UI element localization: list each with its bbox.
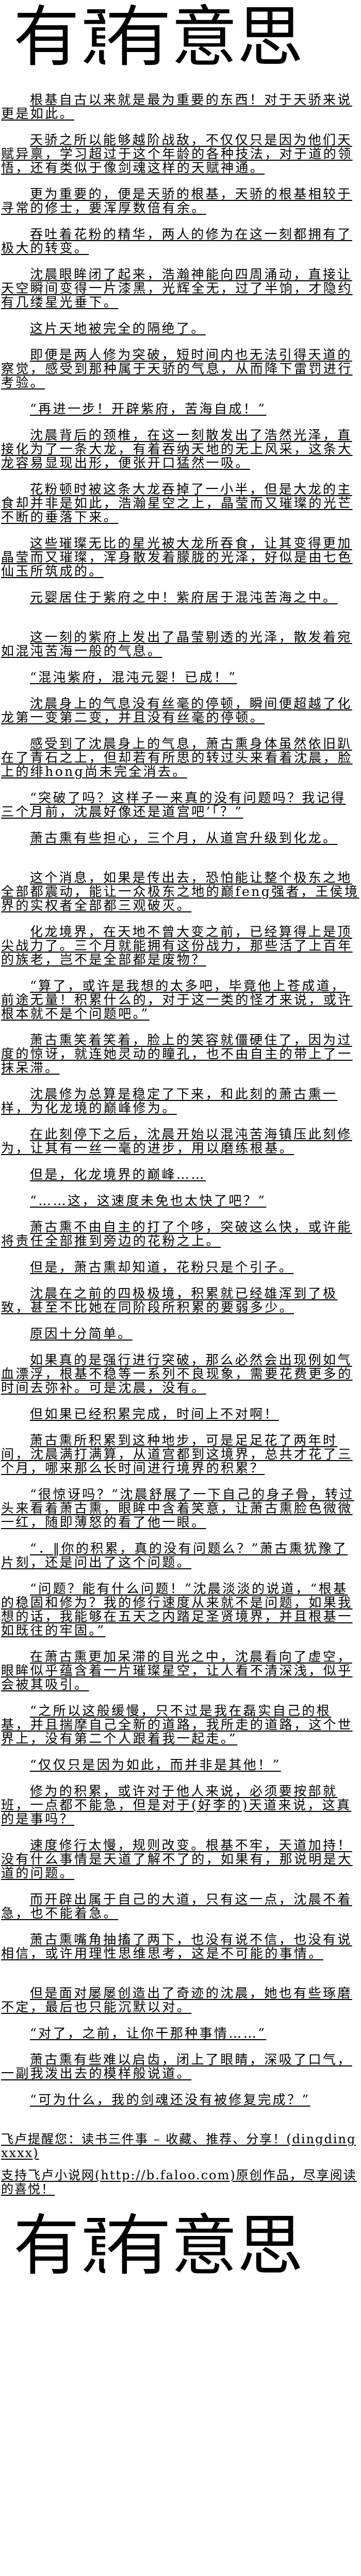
paragraph: 而开辟出属于自己的大道，只有这一点，沈晨不着急，也不能着急。 xyxy=(1,1892,352,1921)
logo-char: 有 xyxy=(13,0,80,76)
paragraph: “再进一步！开辟紫府，苦海自成！” xyxy=(30,401,267,416)
paragraph: 在此刻停下之后，沈晨开始以混沌苦海镇压此刻修为，让其有一丝一毫的进步，用以磨练根… xyxy=(1,1127,352,1156)
paragraph: “可为什么，我的剑魂还没有被修复完成？” xyxy=(30,2092,310,2107)
paragraph: 沈晨在之前的四极极境，积累就已经雄浑到了极致，甚至不比她在同阶段所积累的要弱多少… xyxy=(1,1286,338,1315)
paragraph: 萧古熏嘴角抽搐了两下，也没有说不信，也没有说相信，或许用理性思维思考，这是不可能… xyxy=(1,1932,352,1961)
paragraph: “仅仅只是因为如此，而并非是其他！” xyxy=(30,1757,281,1772)
paragraph: 但如果已经积累完成，时间上不对啊！ xyxy=(30,1406,279,1421)
paragraph: 速度修行太慢，规则改变。根基不牢，天道加持！没有什么事情是天道了解不了的，如果有… xyxy=(1,1838,353,1880)
paragraph: 化龙境界，在天地不曾大变之前，已经算得上是顶尖战力了。三个月就能拥有这份战力，那… xyxy=(1,924,353,967)
paragraph: 这一刻的紫府上发出了晶莹剔透的光泽，散发着宛如混沌苦海一般的气息。 xyxy=(1,630,352,658)
paragraph: “……这，这速度未免也太快了吧？” xyxy=(30,1193,267,1208)
paragraph: 萧古熏所积累到这种地步，可是足足花了两年时间，沈晨满打满算，从道宫都到这境界，总… xyxy=(1,1433,353,1476)
paragraph: 修为的积累，或许对于他人来说，必须要按部就班，一点都不能急，但是对于(好李的)天… xyxy=(1,1784,352,1826)
paragraph: 吞吐着花粉的精华，两人的修为在这一刻都拥有了极大的转变。 xyxy=(1,227,352,256)
paragraph: 如果真的是强行进行突破，那么必然会出现例如气血漂浮，根基不稳等一系列不良现象，需… xyxy=(1,1352,353,1395)
logo-char: 意 xyxy=(79,2209,105,2283)
paragraph: “对了，之前，让你干那种事情……” xyxy=(30,2026,267,2041)
paragraph: “之所以这般缓慢，只不过是我在磊实自己的根基，并且揣摩自己全新的道路，我所走的道… xyxy=(1,1703,353,1746)
footer: 飞卢提醒您：读书三件事 – 收藏、推荐、分享！(dingdingxxxx) 支持… xyxy=(0,2132,361,2196)
paragraph: “混沌紫府，混沌元婴！已成！” xyxy=(30,670,237,685)
paragraph: “问题？能有什么问题！”沈晨淡淡的说道，“根基的稳固和修为？我的修行速度从来就不… xyxy=(1,1581,353,1638)
paragraph: 但是，萧古熏却知道，花粉只是个引子。 xyxy=(30,1260,294,1275)
logo-char: 有 xyxy=(13,2209,80,2284)
paragraph: 元婴居住于紫府之中！紫府居于混沌苦海之中。 xyxy=(30,590,338,605)
paragraph: 花粉顿时被这条大龙吞掉了一小半，但是大龙的主食却并非是如此，浩瀚星空之上，晶莹而… xyxy=(1,482,353,524)
paragraph: 即便是两人修为突破，短时间内也无法引得天道的察觉，感受到那种属于天骄的气息，从而… xyxy=(1,347,353,390)
paragraph: 沈晨眼眸闭了起来，浩瀚神能向四周涌动，直接让天空瞬间变得一片漆黑，光辉全无，过了… xyxy=(1,267,353,310)
paragraph: 这片天地被完全的隔绝了。 xyxy=(30,321,206,336)
paragraph: 但是面对屡屡创造出了奇迹的沈晨，她也有些琢磨不定，最后也只能沉默以对。 xyxy=(1,1986,352,2014)
paragraph: 萧古熏有些担心，三个月，从道宫升级到化龙。 xyxy=(30,831,338,845)
logo-char: 意 xyxy=(171,2209,238,2284)
paragraph: 这个消息，如果是传出去，恐怕能让整个极东之地全部都震动，能让一众极东之地的巅fe… xyxy=(1,870,359,913)
logo-char: 意 xyxy=(79,0,105,75)
paragraph: 萧古熏不由自主的打了个哆，突破这么快，或许能将责任全部推到旁边的花粉之上。 xyxy=(1,1219,352,1248)
paragraph: 根基自古以来就是最为重要的东西！对于天骄来说更是如此。 xyxy=(1,92,352,121)
logo-char: 思 xyxy=(237,0,304,76)
site-logo-top: 有 意 有 意 思 xyxy=(0,0,361,93)
paragraph: “突破了吗？这样子一来真的没有问题吗？我记得三个月前，沈晨好像还是道宫吧’「？” xyxy=(1,790,346,819)
paragraph: 萧古熏笑着笑着，脸上的笑容就僵硬住了，因为过度的惊讶，就连她灵动的瞳孔，也不由自… xyxy=(1,1032,353,1075)
footer-reminder: 飞卢提醒您：读书三件事 – 收藏、推荐、分享！(dingdingxxxx) xyxy=(1,2132,356,2160)
paragraph: 萧古熏有些难以启齿，闭上了眼睛，深吸了口气，一副我泼出去的模样般说道。 xyxy=(1,2052,352,2081)
paragraph: 但是，化龙境界的巅峰…… xyxy=(30,1167,206,1182)
logo-char: 有 xyxy=(105,0,172,76)
paragraph: 这些璀璨无比的星光被大龙所吞食，让其变得更加晶莹而又璀璨，浑身散发着朦胧的光泽，… xyxy=(1,536,353,579)
logo-char: 有 xyxy=(105,2209,172,2284)
paragraph: 更为重要的，便是天骄的根基，天骄的根基相较于寻常的修士，要浑厚数倍有余。 xyxy=(1,187,352,215)
paragraph: 沈晨修为总算是稳定了下来，和此刻的萧古熏一样，为化龙境的巅峰修为。 xyxy=(1,1087,338,1115)
paragraph: “．‖你的积累，真的没有问题么？”萧古熏犹豫了片刻，还是问出了这个问题。 xyxy=(1,1541,348,1570)
footer-support-link[interactable]: 支持飞卢小说网(http://b.faloo.com)原创作品，尽享阅读的喜悦！ xyxy=(1,2168,357,2196)
logo-char: 思 xyxy=(237,2209,304,2284)
paragraph: 在萧古熏更加呆滞的目光之中，沈晨看向了虚空，眼眸似乎蕴含着一片璀璨星空，让人看不… xyxy=(1,1649,353,1692)
chapter-body: 根基自古以来就是最为重要的东西！对于天骄来说更是如此。天骄之所以能够越阶战敌，不… xyxy=(0,93,361,2107)
site-logo-bottom: 有 意 有 意 思 xyxy=(0,2209,361,2286)
paragraph: “很惊讶吗？”沈晨舒展了一下自己的身子骨，转过头来看着萧古熏，眼眸中含着笑意，让… xyxy=(1,1487,354,1530)
paragraph: 沈晨背后的颈椎，在这一刻散发出了浩然光泽，直接化为了一条大龙，有着吞纳天地的无上… xyxy=(1,428,353,470)
paragraph: “算了，或许是我想的太多吧，毕竟他上苍成道，前途无量！积累什么的，对于这一类的怪… xyxy=(1,978,353,1021)
paragraph: 天骄之所以能够越阶战敌，不仅仅只是因为他们天赋异禀，学习超过于这个年龄的各种技法… xyxy=(1,132,353,175)
logo-char: 意 xyxy=(171,0,238,76)
paragraph: 沈晨身上的气息没有丝毫的停顿，瞬间便超越了化龙第一变第二变，并且没有丝毫的停顿。 xyxy=(1,696,352,725)
paragraph: 原因十分简单。 xyxy=(30,1326,133,1341)
paragraph: 感受到了沈晨身上的气息，萧古熏身体虽然依旧趴在了青石之上，但却若有所思的转过头来… xyxy=(1,736,353,779)
